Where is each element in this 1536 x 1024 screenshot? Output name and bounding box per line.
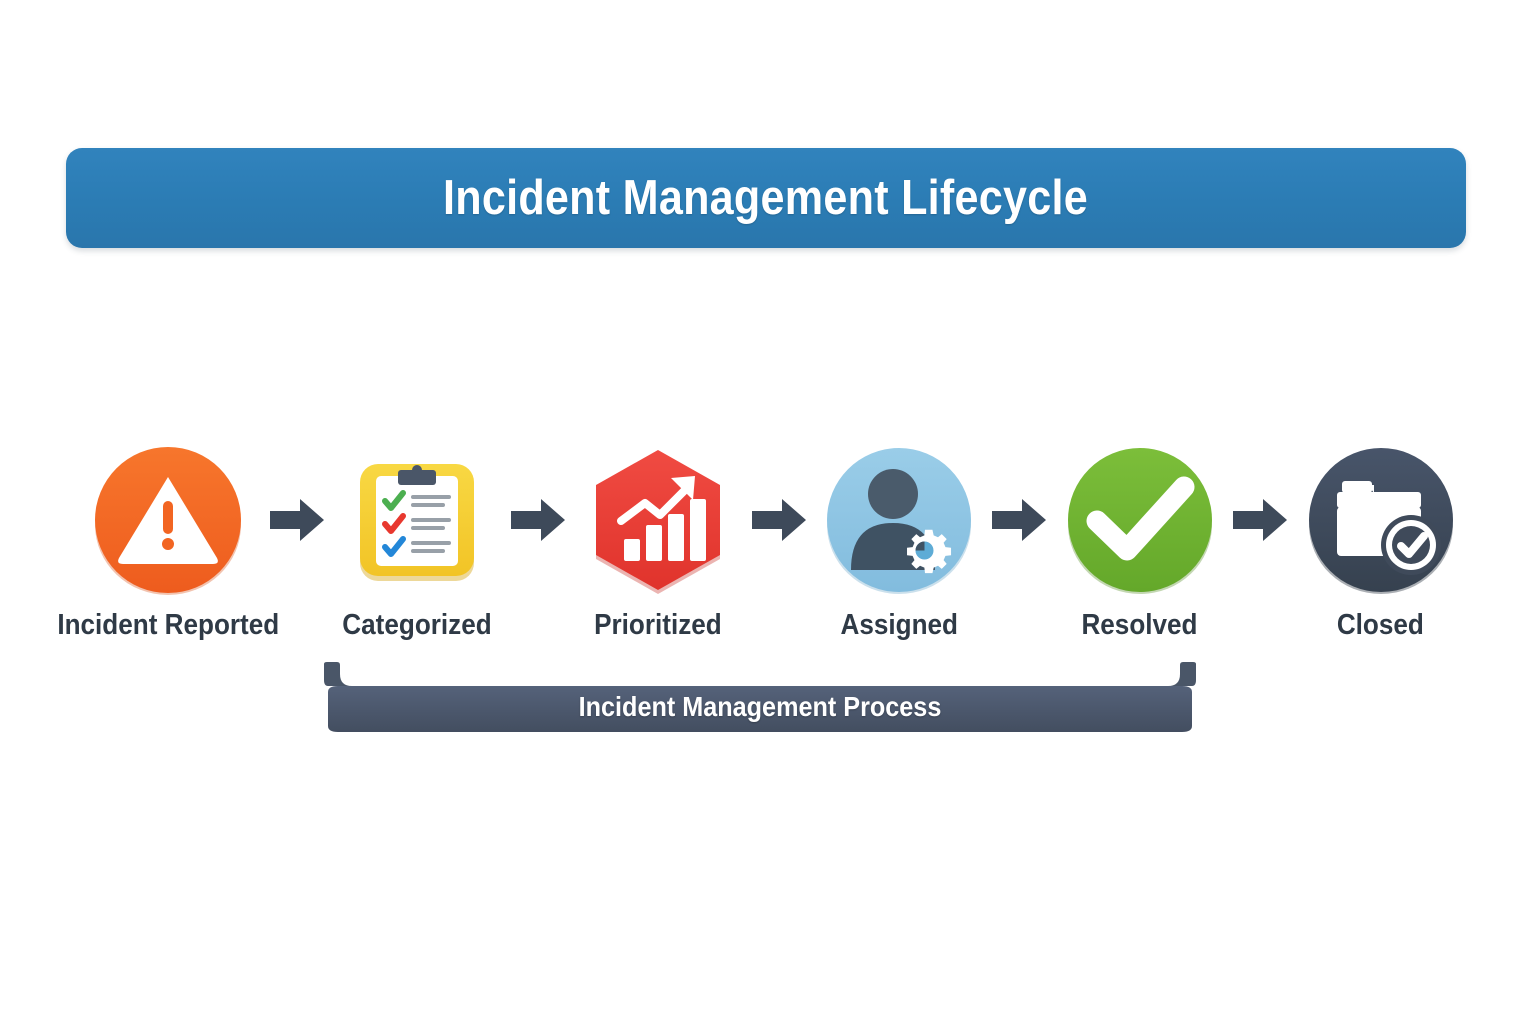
step-prioritized[interactable]: Prioritized (569, 445, 748, 640)
arrow-right-icon (748, 445, 810, 595)
arrow-right-icon (507, 445, 569, 595)
step-label: Closed (1337, 609, 1425, 641)
clipboard-checklist-icon (342, 445, 492, 595)
arrow-right-icon (266, 445, 328, 595)
arrow-right-icon (1229, 445, 1291, 595)
step-label: Categorized (342, 609, 493, 641)
step-incident-reported[interactable]: Incident Reported (57, 445, 279, 640)
arrow-right-icon (988, 445, 1050, 595)
title-banner: Incident Management Lifecycle (66, 148, 1466, 248)
lifecycle-flow: Incident Reported (57, 445, 1470, 645)
step-closed[interactable]: Closed (1291, 445, 1470, 640)
step-categorized[interactable]: Categorized (328, 445, 507, 640)
step-label: Resolved (1081, 609, 1198, 641)
process-bracket: Incident Management Process (320, 662, 1200, 734)
step-label: Incident Reported (57, 609, 279, 641)
step-label: Assigned (840, 609, 958, 641)
warning-triangle-circle-icon (93, 445, 243, 595)
check-mark-icon (1065, 445, 1215, 595)
person-gear-icon (824, 445, 974, 595)
bar-chart-trend-up-icon (583, 445, 733, 595)
step-assigned[interactable]: Assigned (810, 445, 989, 640)
step-resolved[interactable]: Resolved (1050, 445, 1229, 640)
step-label: Prioritized (594, 609, 723, 641)
folder-check-icon (1306, 445, 1456, 595)
page-title: Incident Management Lifecycle (443, 171, 1089, 225)
